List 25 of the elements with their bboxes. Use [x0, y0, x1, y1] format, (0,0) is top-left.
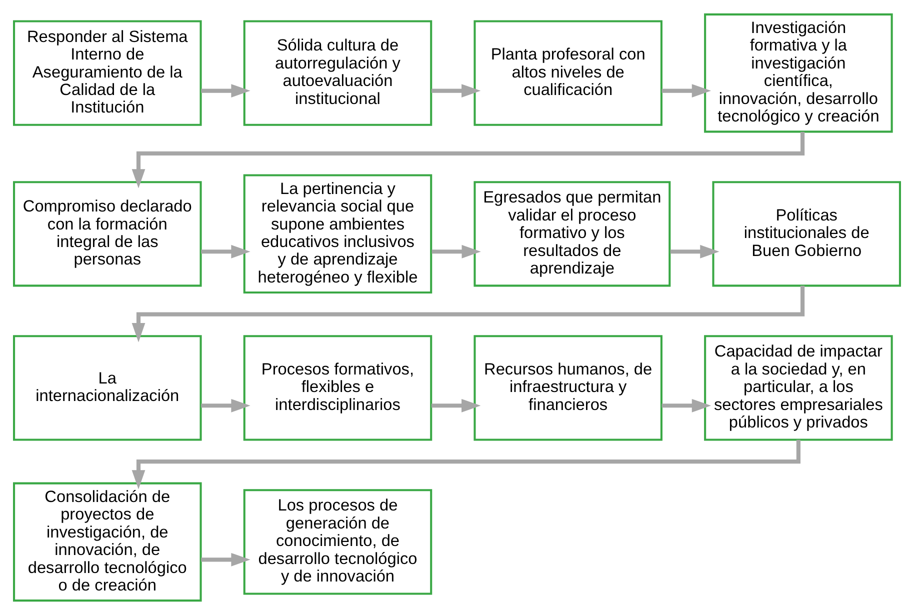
node-box: Consolidación de proyectos de investigación, de innovación, de desarrollo tecnológico o de creación: [13, 482, 202, 602]
arrow: [432, 244, 481, 258]
arrow: [670, 244, 720, 258]
node-box: Capacidad de impactar a la sociedad y, en particular, a los sectores empresariales públicos y privados: [704, 334, 893, 440]
arrow: [201, 244, 250, 258]
arrow: [662, 398, 712, 412]
node-box: Políticas institucionales de Buen Gobierno: [712, 180, 901, 286]
node-box: La internacionalización: [13, 334, 202, 440]
node-box: La pertinencia y relevancia social que supone ambientes educativos inclusivos y de aprendizaje heterogéneo y flexible: [243, 174, 432, 294]
node-box: Compromiso declarado con la formación integral de las personas: [13, 180, 202, 286]
node-box: Los procesos de generación de conocimiento, de desarrollo tecnológico y de innovación: [243, 488, 432, 594]
node-box: Egresados que permitan validar el proceso formativo y los resultados de aprendizaje: [474, 180, 671, 286]
arrow: [132, 285, 805, 342]
node-box: Recursos humanos, de infraestructura y financieros: [474, 334, 662, 440]
arrow: [431, 398, 481, 412]
node-box: Procesos formativos, flexibles e interdisciplinarios: [243, 334, 432, 440]
node-box: Responder al Sistema Interno de Aseguramiento de la Calidad de la Institución: [13, 20, 202, 126]
node-box: Sólida cultura de autorregulación y autoevaluación institucional: [243, 20, 432, 126]
arrow: [662, 84, 712, 97]
node-box: Investigación formativa y la investigación científica, innovación, desarrollo tecnológico y creación: [704, 12, 893, 132]
arrow: [431, 84, 481, 97]
node-box: Planta profesoral con altos niveles de cualificación: [474, 20, 662, 126]
arrow: [201, 84, 250, 97]
arrow: [201, 398, 250, 412]
arrow: [201, 552, 250, 566]
